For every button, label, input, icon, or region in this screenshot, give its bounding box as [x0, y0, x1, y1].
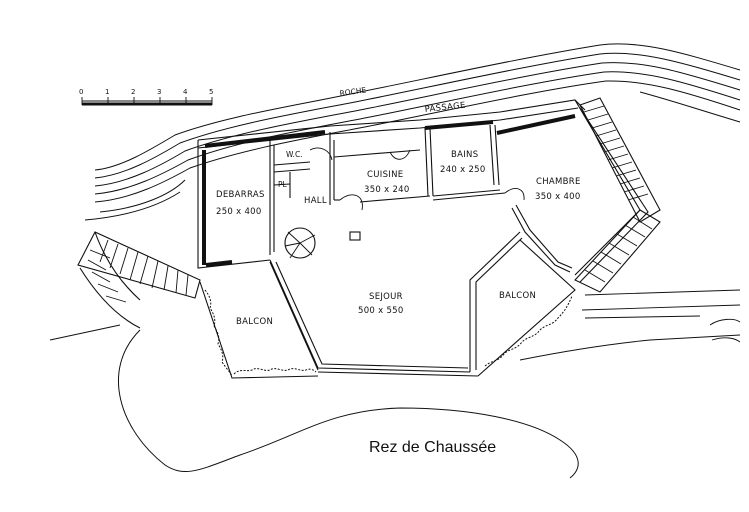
wc-label: W.C. — [286, 150, 303, 159]
balcony-left — [199, 261, 319, 379]
scale-tick-2: 2 — [131, 88, 135, 96]
roche-label: ROCHE — [339, 85, 367, 98]
scale-tick-5: 5 — [209, 88, 213, 96]
balcon-right-label: BALCON — [499, 291, 536, 301]
left-stairs — [77, 231, 201, 329]
cuisine-label: CUISINE — [367, 170, 403, 180]
scale-tick-3: 3 — [157, 88, 161, 96]
debarras-label: DEBARRAS — [216, 190, 265, 200]
bains-label: BAINS — [451, 150, 478, 160]
garden-outline — [118, 329, 579, 479]
balcony-right — [477, 239, 576, 377]
debarras-dimensions: 250 x 400 — [216, 207, 262, 217]
hall-label: HALL — [304, 196, 327, 206]
chambre-label: CHAMBRE — [536, 177, 581, 187]
bains-dimensions: 240 x 250 — [440, 165, 486, 175]
sejour-label: SEJOUR — [369, 292, 403, 302]
scale-tick-0: 0 — [79, 88, 83, 96]
rock-contours — [84, 43, 741, 221]
balcon-left-label: BALCON — [236, 317, 273, 327]
plan-caption: Rez de Chaussée — [369, 439, 496, 456]
ground-lines — [49, 289, 741, 361]
sejour-dimensions: 500 x 550 — [358, 306, 404, 316]
pl-label: PL — [278, 180, 288, 189]
passage-label: PASSAGE — [424, 101, 466, 115]
cuisine-dimensions: 350 x 240 — [364, 185, 410, 195]
scale-tick-4: 4 — [183, 88, 188, 96]
scale-tick-1: 1 — [105, 88, 109, 96]
building-walls — [197, 99, 649, 377]
right-stairs — [574, 97, 661, 293]
chambre-dimensions: 350 x 400 — [535, 192, 581, 202]
scale-bar: 0 1 2 3 4 5 — [79, 88, 213, 106]
room-labels: ROCHE PASSAGE W.C. PL HALL DEBARRAS 250 … — [216, 85, 581, 456]
